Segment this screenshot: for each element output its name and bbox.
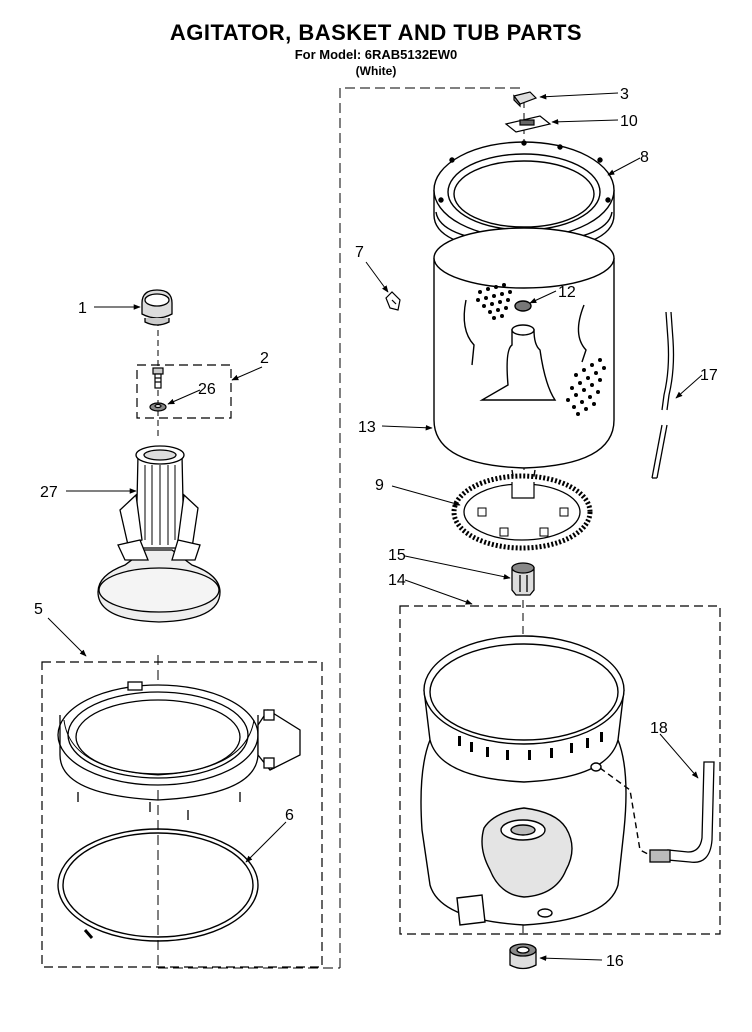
callout-27: 27	[40, 484, 58, 501]
callout-14: 14	[388, 572, 406, 589]
callout-labels: 1 2 26 27 5 6 3 10 8 7 12 13 17 9 15 14 …	[34, 86, 718, 970]
basket-hub-cap-part	[504, 115, 552, 133]
callout-9: 9	[375, 477, 384, 494]
callout-2: 2	[260, 350, 269, 367]
clip-part	[385, 291, 401, 311]
callout-10: 10	[620, 113, 638, 130]
drain-tube-part	[651, 311, 675, 479]
group-box-2	[136, 364, 232, 419]
callout-13: 13	[358, 419, 376, 436]
callout-17: 17	[700, 367, 718, 384]
group-box-14	[399, 605, 721, 935]
basket-part	[433, 227, 615, 489]
callout-18: 18	[650, 720, 668, 737]
tub-seal-part	[509, 943, 537, 970]
callout-12: 12	[558, 284, 576, 301]
drain-hose-part	[649, 761, 715, 863]
agitator-part	[97, 445, 221, 623]
callout-7: 7	[355, 244, 364, 261]
drive-gear-part	[451, 473, 593, 551]
callout-1: 1	[78, 300, 87, 317]
callout-5: 5	[34, 601, 43, 618]
callout-26: 26	[198, 381, 216, 398]
callout-6: 6	[285, 807, 294, 824]
ring-clamp-part	[57, 828, 259, 942]
model-number: For Model: 6RAB5132EW0	[294, 47, 458, 62]
color-note: (White)	[355, 64, 397, 78]
diagram-title: AGITATOR, BASKET AND TUB PARTS	[169, 20, 583, 45]
coupling-part	[511, 562, 535, 596]
callout-15: 15	[388, 547, 406, 564]
outer-tub-part	[420, 635, 651, 926]
callout-8: 8	[640, 149, 649, 166]
balance-ring-part	[433, 140, 615, 253]
callout-3: 3	[620, 86, 629, 103]
leader-arrows	[47, 92, 703, 962]
tub-ring-part	[57, 681, 301, 820]
callout-16: 16	[606, 953, 624, 970]
basket-nut-part	[512, 91, 538, 108]
group-box-5	[41, 661, 323, 968]
agitator-bolt-part	[149, 367, 167, 412]
agitator-cap-part	[141, 289, 173, 326]
